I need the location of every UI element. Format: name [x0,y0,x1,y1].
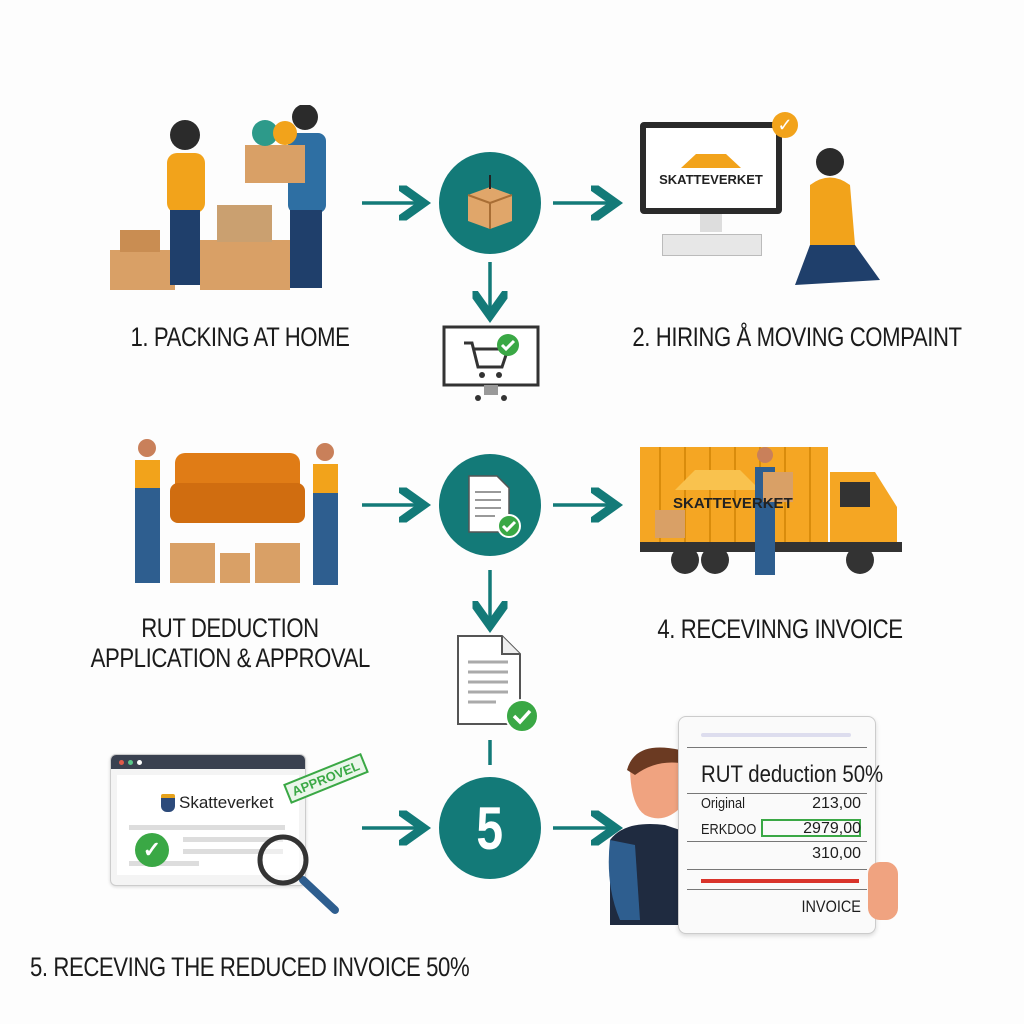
check-badge-icon: ✓ [772,112,798,138]
box-icon [467,175,513,229]
skatteverket-logo [681,153,741,168]
step5-circle: 5 [439,777,541,879]
monitor-stand [700,214,722,232]
woman-kneeling [795,148,880,285]
man-holding-invoice [608,747,695,925]
invoice-red-line [701,879,859,883]
step1-label: 1. PACKING AT HOME [130,322,350,352]
invoice-title: RUT deduction 50% [701,761,884,788]
skatteverket-monitor: SKATTEVERKET [640,122,782,214]
step3-label-line2: APPLICATION & APPROVAL [90,643,371,673]
step3-label: RUT DEDUCTION APPLICATION & APPROVAL [90,613,371,673]
keyboard [662,234,762,256]
invoice-row-label: ERKDOO [701,821,757,838]
invoice-row-label: Original [701,795,745,812]
step4-label: 4. RECEVINNG INVOICE [657,614,903,644]
moving-truck-illustration [640,447,902,575]
packing-illustration [110,105,326,290]
shopping-cart-monitor-icon [442,325,540,401]
invoice-row-value: 2979,00 [803,820,861,837]
invoice-row-value: 310,00 [812,845,861,862]
document-check-icon [468,475,521,538]
step5-number: 5 [476,794,504,862]
browser-brand-text: Skatteverket [179,793,274,812]
invoice-footer: INVOICE [801,897,861,916]
magnifier-icon [257,834,339,914]
step5-label: 5. RECEVING THE REDUCED INVOICE 50% [30,952,470,982]
invoice-row-value: 213,00 [812,795,861,812]
approved-check-icon: ✓ [135,833,169,867]
browser-titlebar [111,755,305,769]
step3-label-line1: RUT DEDUCTION [141,613,319,643]
skatteverket-crest-icon [161,794,175,812]
document-check-icon [457,635,539,733]
step2-label: 2. HIRING Å MOVING COMPAINT [632,322,962,352]
monitor-brand-text: SKATTEVERKET [659,171,763,187]
box-step-circle [439,152,541,254]
truck-brand-text: SKATTEVERKET [673,495,793,512]
hand [868,862,898,920]
movers-sofa-illustration [135,439,338,585]
document-step-circle [439,454,541,556]
invoice-document: RUT deduction 50% Original 213,00 ERKDOO… [678,716,883,934]
